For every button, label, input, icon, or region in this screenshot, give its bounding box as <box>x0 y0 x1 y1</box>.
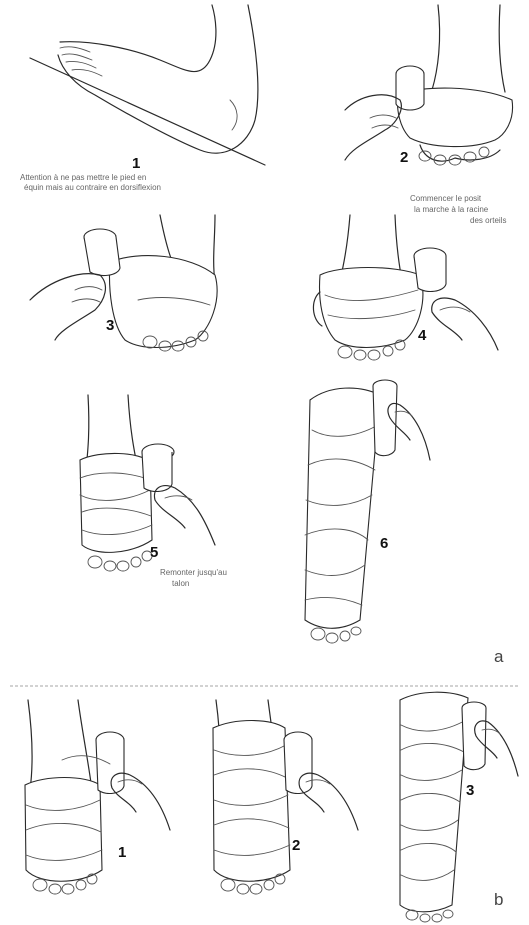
step-a1-number: 1 <box>132 155 140 172</box>
step-b3-drawing <box>400 692 518 922</box>
step-b3-number: 3 <box>466 782 474 799</box>
step-a6-drawing <box>305 380 430 643</box>
step-a4-number: 4 <box>418 327 427 344</box>
step-a4-drawing <box>313 215 498 360</box>
step-a5-caption-line2: talon <box>172 579 189 588</box>
step-a1-caption-line2: équin mais au contraire en dorsiflexion <box>24 183 161 192</box>
step-b1-drawing <box>25 700 170 894</box>
step-a5-number: 5 <box>150 544 158 561</box>
step-a2-number: 2 <box>400 149 408 166</box>
step-b1-number: 1 <box>118 844 126 861</box>
step-a5-caption-line1: Remonter jusqu'au <box>160 568 227 577</box>
step-b2-drawing <box>213 700 358 894</box>
step-a6-number: 6 <box>380 535 388 552</box>
step-a2-drawing <box>345 5 513 165</box>
step-b2-number: 2 <box>292 837 300 854</box>
panel-a-label: a <box>494 647 504 666</box>
step-a3-drawing <box>30 215 217 351</box>
step-a5-drawing <box>80 395 215 571</box>
step-a2-caption-line3: des orteils <box>470 216 506 225</box>
step-a1-drawing <box>30 5 265 165</box>
step-a3-number: 3 <box>106 317 114 334</box>
step-a1-caption-line1: Attention à ne pas mettre le pied en <box>20 173 146 182</box>
step-a2-caption-line2: la marche à la racine <box>414 205 489 214</box>
panel-b-label: b <box>494 890 503 909</box>
step-a2-caption-line1: Commencer le posit <box>410 194 482 203</box>
